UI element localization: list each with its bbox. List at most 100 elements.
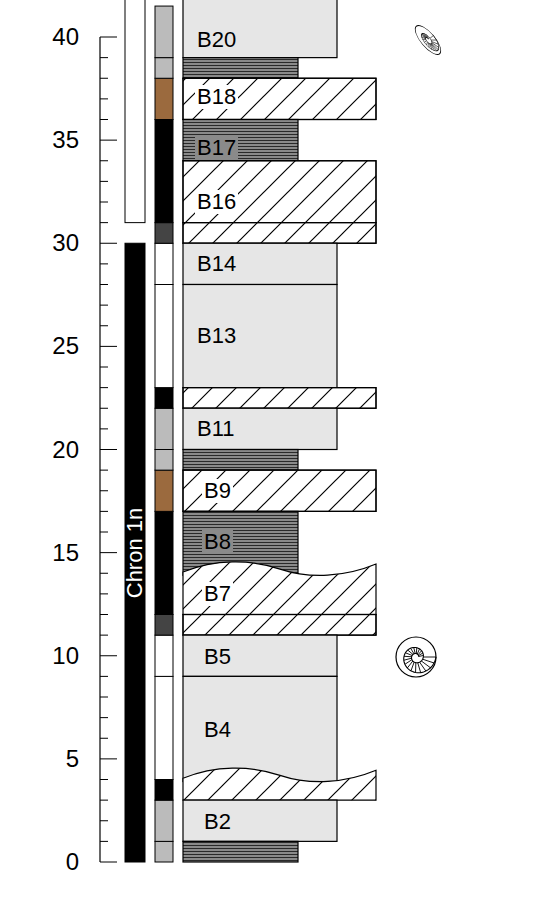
minor-tick [100,325,108,326]
colour-strip [155,120,173,223]
bed-label: B2 [202,810,233,834]
colour-strip [155,780,173,801]
bed-band: B14 [183,243,337,284]
minor-tick [100,697,108,698]
minor-tick [100,717,108,718]
axis-number: 0 [66,850,79,874]
axis-number: 10 [52,644,79,668]
bed-label: B18 [195,85,238,109]
minor-tick [100,367,108,368]
sandstone-ground [183,161,376,223]
shale-bed [183,450,298,471]
bed-band: B4 [183,676,337,773]
sandstone-bed [183,78,376,119]
colour-strip [155,408,173,449]
ammonite-ribs [404,648,436,673]
limestone-bed [183,800,337,841]
minor-tick [100,470,108,471]
bed-label: B16 [195,190,238,214]
colour-strip [155,78,173,119]
minor-tick [100,263,108,264]
major-tick [100,243,117,244]
limestone-bed [183,0,337,58]
major-tick [100,449,117,450]
axis-number: 25 [52,334,79,358]
sandstone-ground [183,388,376,409]
minor-tick [100,614,108,615]
axis-number: 35 [52,128,79,152]
colour-strip [155,223,173,244]
axis-number: 20 [52,438,79,462]
limestone-bed [183,635,337,676]
minor-tick [100,820,108,821]
minor-tick [100,387,108,388]
sandstone-bed [183,388,376,409]
colour-strip [155,450,173,471]
minor-tick [100,511,108,512]
sandstone-ground [183,78,376,119]
bed-band: B13 [183,285,337,388]
ammonite-spiral [419,29,442,54]
minor-tick [100,222,108,223]
minor-tick [100,408,108,409]
minor-tick [100,841,108,842]
minor-tick [100,490,108,491]
sandstone-bed [183,161,376,223]
minor-tick [100,57,108,58]
axis-number: 15 [52,541,79,565]
limestone-bed [183,243,337,284]
minor-tick [100,738,108,739]
major-tick [100,140,117,141]
bed-ground [183,562,376,615]
ammonite-shell [411,22,445,59]
minor-tick [100,532,108,533]
minor-tick [100,119,108,120]
axis-number: 40 [52,25,79,49]
major-tick [100,862,117,863]
sandstone-ground [183,615,376,636]
bed-band: B11 [183,408,337,449]
chron-black-bar [125,243,145,862]
ammonite-ribs [419,29,442,54]
bed-label: B4 [202,718,233,742]
major-tick [100,346,117,347]
minor-tick [100,800,108,801]
bed-ground [183,768,376,800]
shale-bed [183,120,298,161]
ammonite-shell [396,637,436,677]
minor-tick [100,305,108,306]
minor-tick [100,160,108,161]
minor-tick [100,573,108,574]
bed-band: B17 [183,120,298,161]
shale-bed [183,58,298,79]
bed-label: B9 [202,479,233,503]
minor-tick [100,635,108,636]
sandstone-bed [183,470,376,511]
colour-strip [155,6,173,58]
shale-bed [183,841,298,862]
bed-band: B16 [183,161,376,223]
bed-band: B18 [183,78,376,119]
limestone-bed [183,676,337,781]
chron-band: Chron 1n [125,243,145,862]
bed-band: B8 [183,511,298,567]
minor-tick [100,593,108,594]
ammonite-spiral [404,647,436,672]
minor-tick [100,779,108,780]
bed-label: B14 [195,252,238,276]
ammonite-fossil [396,637,436,677]
chron-label: Chron 1n [124,507,146,598]
minor-tick [100,202,108,203]
colour-strip [155,615,173,636]
bed-label: B7 [202,582,233,606]
bed-label: B5 [202,645,233,669]
minor-tick [100,98,108,99]
bed-label: B13 [195,324,238,348]
colour-strip [155,470,173,511]
bed-band: B20 [183,16,337,57]
colour-strip [155,841,173,862]
minor-tick [100,78,108,79]
axis-number: 5 [66,747,79,771]
bed-band: B9 [183,470,376,511]
